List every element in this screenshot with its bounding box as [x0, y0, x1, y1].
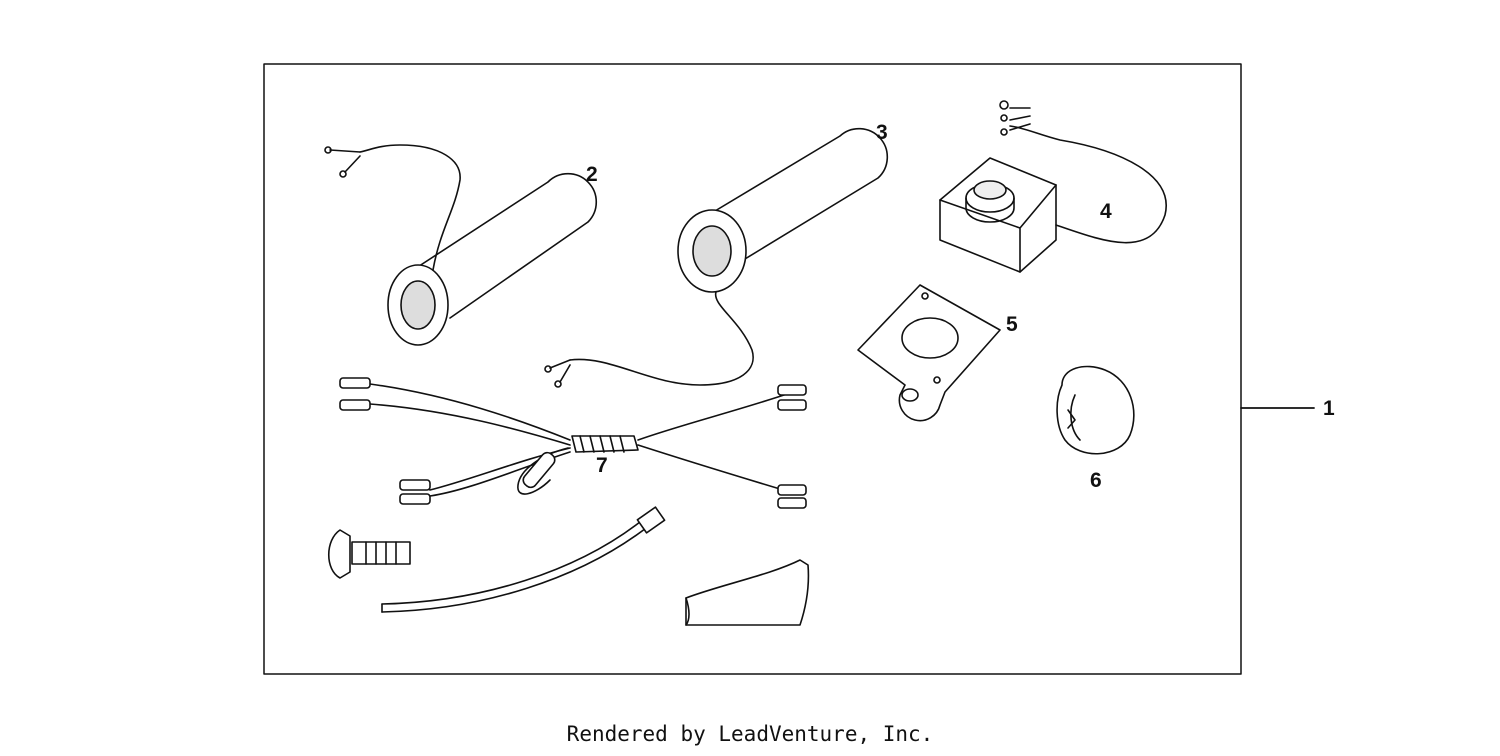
callout-7: 7 — [596, 454, 608, 477]
callout-5: 5 — [1006, 313, 1018, 336]
callout-1: 1 — [1323, 397, 1335, 420]
switch-cap — [1056, 365, 1135, 455]
heater-switch — [939, 100, 1167, 273]
callout-3: 3 — [876, 121, 888, 144]
callout-4: 4 — [1100, 200, 1112, 223]
wiring-harness — [339, 377, 807, 509]
left-heated-grip — [324, 144, 598, 346]
bolt — [328, 529, 411, 579]
right-heated-grip — [544, 127, 889, 388]
rendered-by-footer: Rendered by LeadVenture, Inc. — [566, 722, 934, 746]
kit-frame — [263, 63, 1242, 675]
rubber-spacer — [685, 559, 810, 626]
callout-6: 6 — [1090, 469, 1102, 492]
mounting-plate — [857, 284, 1001, 422]
cable-tie — [381, 506, 666, 613]
callout-2: 2 — [586, 163, 598, 186]
